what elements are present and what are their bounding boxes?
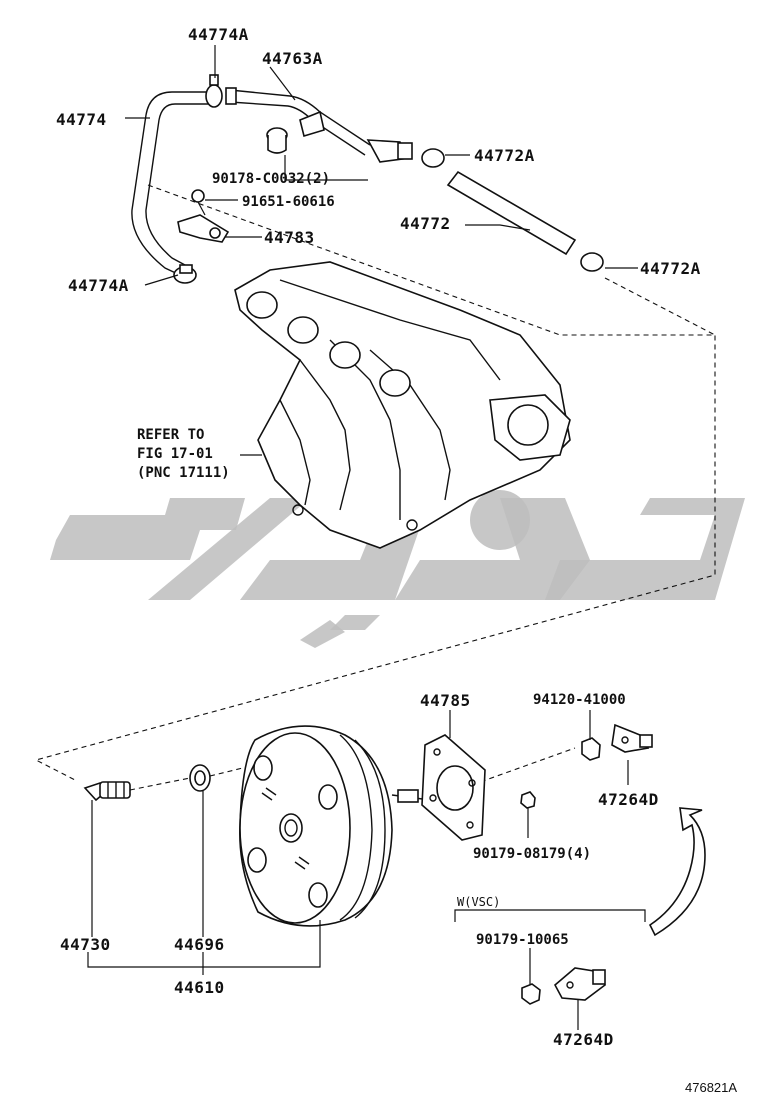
label-44785: 44785	[420, 691, 471, 710]
vsc-bracket-line	[454, 909, 646, 922]
figure-id: 476821A	[685, 1080, 737, 1095]
label-91651-60616: 91651-60616	[242, 194, 335, 210]
bracket-44783	[177, 214, 230, 243]
label-w-vsc: W(VSC)	[457, 895, 500, 909]
label-44774A-bottom: 44774A	[68, 276, 129, 295]
label-94120-41000: 94120-41000	[533, 692, 626, 708]
label-44772A-upper: 44772A	[474, 146, 535, 165]
intake-manifold	[234, 261, 571, 549]
dashed-axis-right	[429, 747, 576, 801]
label-44772A-lower: 44772A	[640, 259, 701, 278]
nut-90179-08179	[520, 791, 536, 809]
grommet-90178	[266, 127, 288, 154]
label-44772: 44772	[400, 214, 451, 233]
brake-booster-44610	[239, 725, 431, 927]
nut-90179-10065	[521, 983, 541, 1005]
label-44610: 44610	[174, 978, 225, 997]
label-47264D-lower: 47264D	[553, 1030, 614, 1049]
label-44783: 44783	[264, 228, 315, 247]
refer-line-1: REFER TO	[137, 427, 204, 443]
label-90179-08179: 90179-08179(4)	[473, 846, 591, 862]
pipe-44763A	[225, 87, 413, 163]
label-90179-10065: 90179-10065	[476, 932, 569, 948]
label-44730: 44730	[60, 935, 111, 954]
refer-line-2: FIG 17-01	[137, 446, 213, 462]
bolt-91651	[191, 189, 206, 216]
nut-94120	[581, 737, 601, 761]
label-44774A-top: 44774A	[188, 25, 249, 44]
grommet-44696	[189, 764, 211, 792]
leader-lines	[87, 45, 638, 1030]
fitting-44730	[83, 781, 131, 802]
clamp-44774A-bottom	[173, 264, 197, 284]
dashed-ref-line-right	[604, 277, 716, 336]
dashed-ref-line-upper	[34, 184, 716, 781]
clamp-44774A-top	[205, 74, 223, 108]
label-44763A: 44763A	[262, 49, 323, 68]
refer-line-3: (PNC 17111)	[137, 465, 230, 481]
clamp-44772A-upper	[421, 148, 445, 168]
label-44696: 44696	[174, 935, 225, 954]
label-90178-C0032: 90178-C0032(2)	[212, 171, 330, 187]
label-44774: 44774	[56, 110, 107, 129]
bracket-47264D-upper	[611, 723, 653, 753]
clamp-44772A-lower	[580, 252, 604, 272]
curved-arrow-icon	[648, 807, 706, 937]
hose-44774	[131, 91, 210, 276]
gasket-44785	[421, 734, 486, 841]
label-47264D-upper: 47264D	[598, 790, 659, 809]
bracket-47264D-lower	[553, 967, 606, 1001]
hose-44772	[446, 170, 577, 256]
